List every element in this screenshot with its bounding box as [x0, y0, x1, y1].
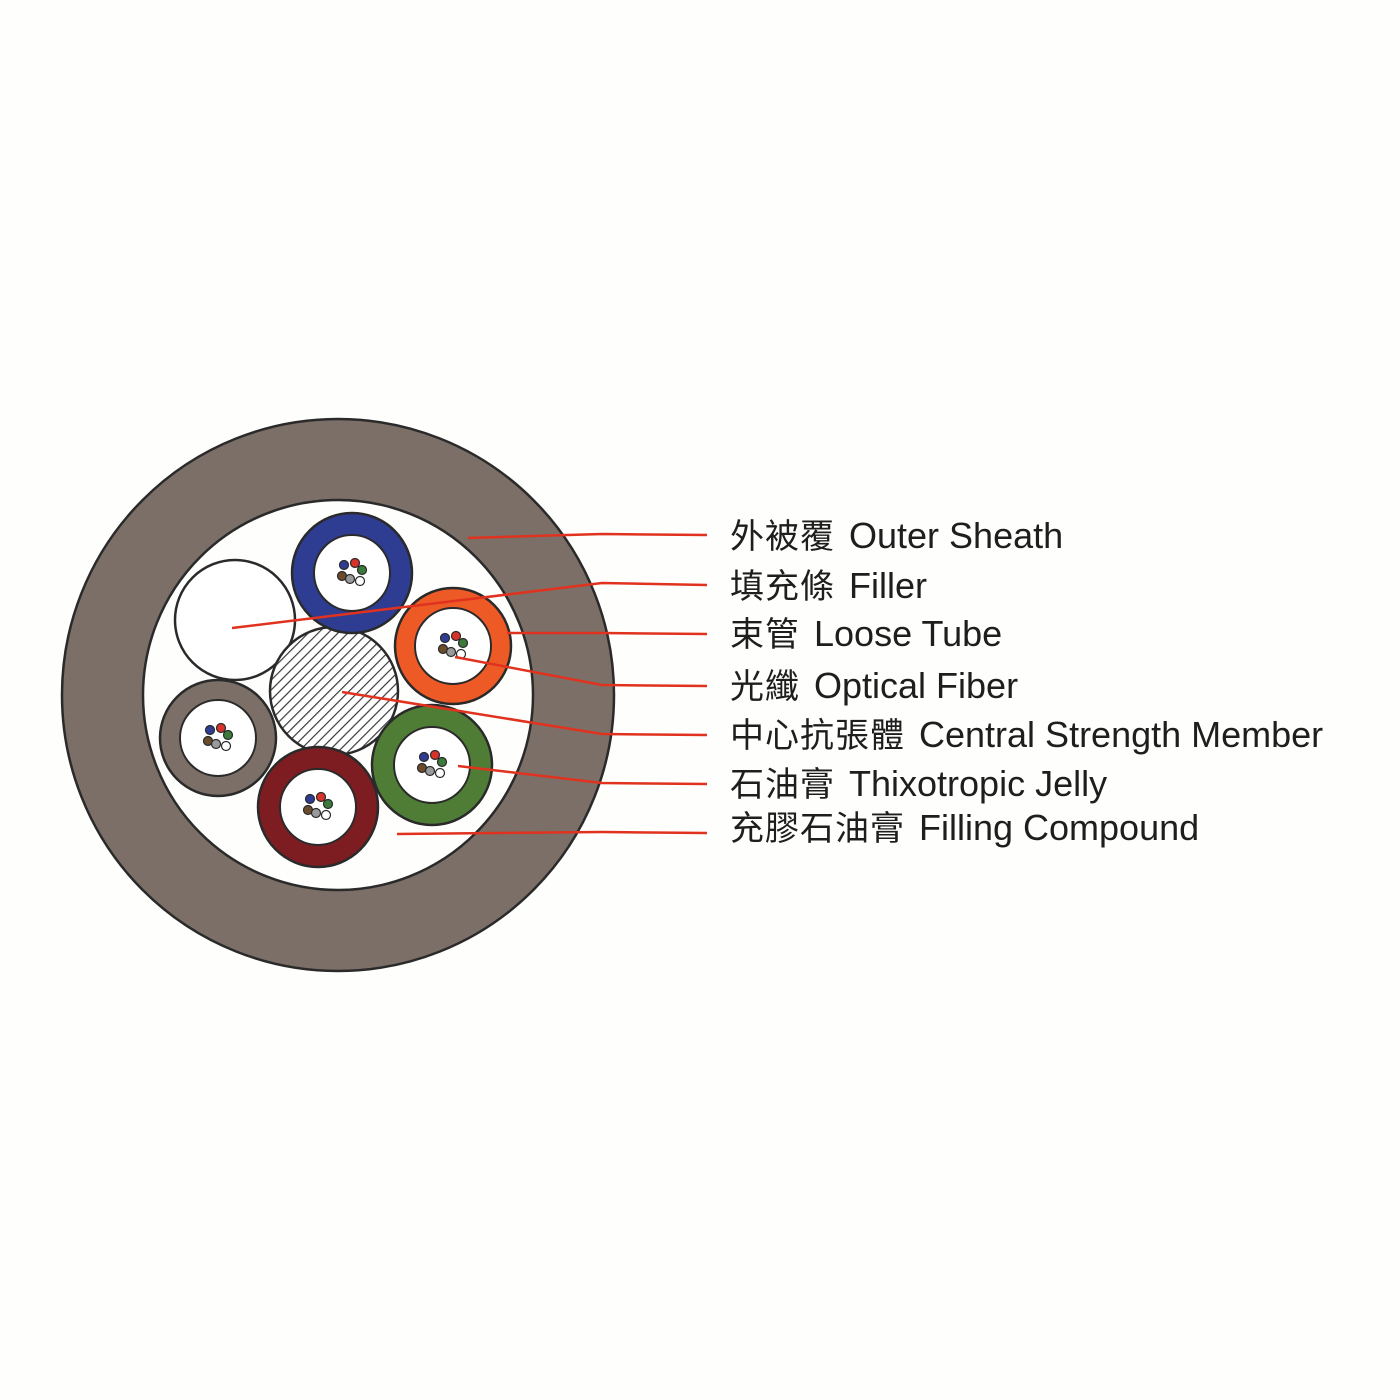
leader-line-outer-sheath	[467, 532, 708, 540]
fiber-bundle	[437, 630, 469, 660]
optical-fiber	[418, 751, 430, 763]
label-loose-tube: 束管 Loose Tube	[730, 613, 1003, 656]
label-en: Outer Sheath	[849, 515, 1064, 556]
fiber-bundle	[336, 557, 368, 587]
optical-fiber	[322, 798, 334, 810]
fiber-bundle	[302, 791, 334, 821]
loose-tube-red-jelly	[279, 768, 357, 846]
label-zh: 中心抗張體	[730, 716, 905, 756]
fiber-bundle	[416, 749, 448, 779]
optical-fiber	[215, 722, 227, 734]
label-zh: 光纖	[730, 667, 800, 707]
optical-fiber	[304, 793, 316, 805]
label-zh: 充膠石油膏	[730, 809, 905, 849]
optical-fiber	[434, 767, 446, 779]
leader-line-optical-fiber	[454, 655, 708, 688]
label-en: Filling Compound	[919, 807, 1200, 848]
label-en: Loose Tube	[814, 613, 1003, 654]
label-zh: 外被覆	[730, 517, 835, 557]
loose-tube-green	[370, 703, 494, 827]
optical-fiber	[354, 575, 366, 587]
label-zh: 石油膏	[730, 765, 835, 805]
optical-fiber	[429, 749, 441, 761]
label-zh: 填充條	[730, 567, 835, 607]
label-central-strength-member: 中心抗張體 Central Strength Member	[730, 714, 1324, 757]
optical-fiber	[315, 791, 327, 803]
label-en: Optical Fiber	[814, 665, 1019, 706]
optical-fiber	[320, 809, 332, 821]
label-outer-sheath: 外被覆 Outer Sheath	[730, 515, 1064, 558]
optical-fiber	[457, 637, 469, 649]
optical-fiber	[204, 724, 216, 736]
label-thixotropic-jelly: 石油膏 Thixotropic Jelly	[730, 763, 1108, 806]
label-optical-fiber: 光纖 Optical Fiber	[730, 665, 1019, 708]
leader-line-loose-tube	[507, 631, 708, 636]
optical-fiber	[210, 738, 222, 750]
loose-tube-orange	[393, 586, 513, 706]
label-filling-compound: 充膠石油膏 Filling Compound	[730, 807, 1200, 850]
label-en: Central Strength Member	[919, 714, 1324, 755]
loose-tube-blue	[290, 511, 414, 635]
optical-fiber	[424, 765, 436, 777]
optical-fiber	[436, 756, 448, 768]
loose-tube-green-jelly	[393, 726, 471, 804]
optical-fiber	[220, 740, 232, 752]
optical-fiber	[439, 632, 451, 644]
loose-tube-grey	[158, 678, 278, 798]
loose-tube-red	[256, 745, 380, 869]
leader-line-filler	[231, 581, 708, 630]
optical-fiber	[445, 646, 457, 658]
loose-tube-grey-jelly	[179, 699, 257, 777]
label-en: Thixotropic Jelly	[849, 763, 1108, 804]
optical-fiber	[222, 729, 234, 741]
label-zh: 束管	[730, 615, 800, 655]
optical-fiber	[349, 557, 361, 569]
loose-tube-blue-jelly	[313, 534, 391, 612]
label-en: Filler	[849, 565, 927, 606]
label-filler: 填充條 Filler	[730, 565, 927, 608]
leader-line-central-strength-member	[341, 690, 708, 737]
optical-fiber	[310, 807, 322, 819]
optical-fiber	[356, 564, 368, 576]
optical-fiber	[338, 559, 350, 571]
leader-line-filling-compound	[396, 830, 708, 836]
leader-line-thixotropic-jelly	[457, 764, 708, 786]
optical-fiber	[450, 630, 462, 642]
fiber-bundle	[202, 722, 234, 752]
loose-tube-orange-jelly	[414, 607, 492, 685]
optical-fiber	[344, 573, 356, 585]
